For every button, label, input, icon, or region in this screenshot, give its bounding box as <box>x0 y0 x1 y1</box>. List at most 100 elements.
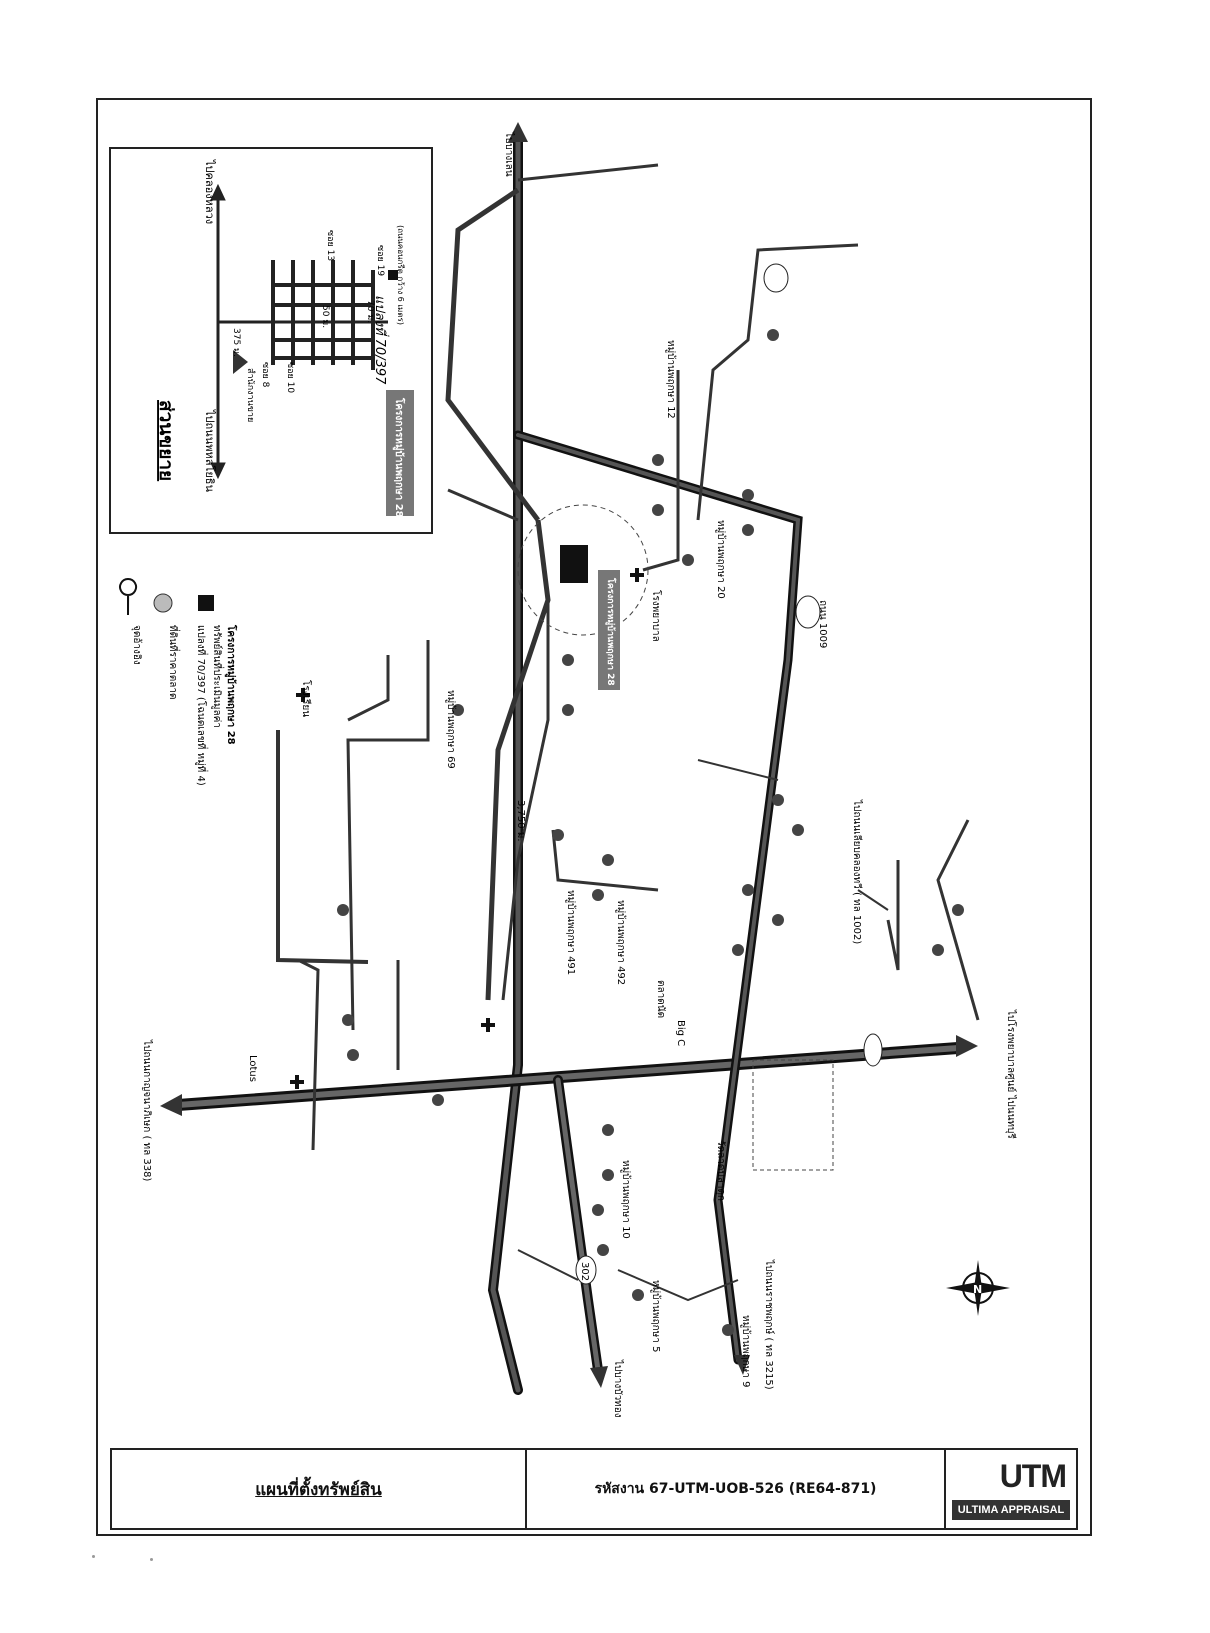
logo-sub: ULTIMA APPRAISAL <box>952 1500 1070 1520</box>
footer-code-cell: รหัสงาน 67-UTM-UOB-526 (RE64-871) <box>527 1450 946 1528</box>
village-icon <box>602 1124 614 1136</box>
village-icon <box>337 904 349 916</box>
inset-to-south: ไปถนนพหลโยธิน <box>203 409 217 493</box>
village-icon <box>602 1169 614 1181</box>
inset-project-tag <box>386 390 414 516</box>
route-302-text: 302 <box>579 1262 590 1281</box>
label-school: โรงเรียน <box>300 680 313 717</box>
legend-square-icon <box>198 595 214 611</box>
subject-radius <box>517 504 649 636</box>
footer-job-code: รหัสงาน 67-UTM-UOB-526 (RE64-871) <box>594 1481 877 1497</box>
map-labels: ไปบางเลน ถนน 1009 ไปถนนกาญจนาภิเษก ( ทล … <box>141 131 1018 1418</box>
inset-dist-c: 50 ม. <box>320 305 330 328</box>
road-302-fill <box>555 1077 601 1373</box>
village-icon <box>432 1094 444 1106</box>
road-north-south-fill <box>490 137 521 1393</box>
inset-office-icon <box>233 350 248 374</box>
footer-bar: แผนที่ตั้งทรัพย์สิน รหัสงาน 67-UTM-UOB-5… <box>110 1448 1078 1530</box>
village-icon <box>652 504 664 516</box>
label-village-b: หมู่บ้านพฤกษา 20 <box>715 520 727 599</box>
legend-pin-icon <box>119 578 137 616</box>
footer-title: แผนที่ตั้งทรัพย์สิน <box>255 1479 382 1500</box>
village-icon <box>742 884 754 896</box>
village-icon <box>767 329 779 341</box>
arrow-bottom-right-icon <box>734 1355 750 1375</box>
secondary-roads <box>276 163 980 1302</box>
label-dist-main: 3,750 ม. <box>515 800 526 842</box>
inset-roads <box>210 183 388 480</box>
label-hospital: โรงพยาบาล <box>650 590 663 642</box>
subject-property-marker <box>560 545 588 583</box>
arrow-bottom-icon <box>590 1366 608 1388</box>
label-village-a: หมู่บ้านพฤกษา 12 <box>665 340 677 419</box>
route-1009-badge <box>795 595 821 629</box>
label-village-e: หมู่บ้านพฤกษา 492 <box>615 900 627 985</box>
label-to-top: ไปบางเลน <box>503 131 515 177</box>
arrow-top-icon <box>508 122 528 142</box>
label-road-338: ไปถนนกาญจนาภิเษก ( ทล 338) <box>141 1039 153 1182</box>
arrow-left-icon <box>160 1094 182 1116</box>
inset-to-north: ไปคลองหลวง <box>203 159 216 224</box>
village-icon <box>632 1289 644 1301</box>
label-village-f: หมู่บ้านพฤกษา 10 <box>620 1160 632 1239</box>
paper-speck <box>150 1558 153 1561</box>
label-village-c: หมู่บ้านพฤกษา 69 <box>445 690 457 769</box>
inset-subject-marker <box>388 270 398 280</box>
village-icon <box>562 704 574 716</box>
village-icon <box>552 829 564 841</box>
hospital-icon <box>290 568 644 1089</box>
village-icon <box>952 904 964 916</box>
village-icon <box>732 944 744 956</box>
village-icon <box>682 554 694 566</box>
label-market: ตลาดนัด <box>655 980 666 1018</box>
compass-icon: N <box>946 1260 1010 1316</box>
inset-dist-b: 70 ม. <box>365 300 375 323</box>
label-to-bottom: ไปบางบัวทอง <box>612 1359 624 1418</box>
road-1009-fill <box>516 433 801 1362</box>
logo-mark-icon <box>952 1458 1070 1496</box>
inset-road-note: (ถนนคอนกรีต กว้าง 6 เมตร) <box>396 225 405 325</box>
footer-logo-cell: UTM ULTIMA APPRAISAL <box>946 1450 1076 1528</box>
village-icon <box>342 1014 354 1026</box>
map-frame: ไปถนนพหลโยธิน ไปคลองหลวง ส่วนขยาย โครงกา… <box>96 98 1092 1536</box>
village-icon <box>347 1049 359 1061</box>
village-icon <box>772 794 784 806</box>
label-temple: วัดลาดปลาดุก <box>715 1140 726 1201</box>
poi-markers <box>337 329 964 1336</box>
village-icon <box>602 854 614 866</box>
utm-logo: UTM ULTIMA APPRAISAL <box>952 1458 1070 1520</box>
label-lotus: Lotus <box>247 1055 258 1082</box>
inset-office: สำนักงานขาย <box>245 368 256 422</box>
village-icon <box>722 1324 734 1336</box>
village-icon <box>742 524 754 536</box>
label-to-right: ไปโรงพยาบาลศูนย์ ไปนนทบุรี <box>1005 1009 1018 1139</box>
village-icon <box>742 489 754 501</box>
map-area: ไปถนนพหลโยธิน ไปคลองหลวง ส่วนขยาย โครงกา… <box>98 100 1090 1435</box>
label-road-3215: ไปถนนราชพฤกษ์ ( ทล 3215) <box>763 1259 775 1390</box>
village-icon <box>562 654 574 666</box>
subject-tag: โครงการหมู่บ้านพฤกษา 28 <box>605 577 617 686</box>
main-roads <box>160 122 978 1395</box>
label-village-h: หมู่บ้านพฤกษา 9 <box>740 1315 752 1387</box>
logo-text: UTM <box>999 1458 1067 1494</box>
label-road-1009: ถนน 1009 <box>817 600 828 648</box>
legend-subject-detail: โครงการหมู่บ้านพฤกษา 28 <box>224 624 238 745</box>
legend-subject-plot: แปลงที่ 70/397 (โฉนดเลขที่ หมู่ที่ 4) <box>195 625 209 786</box>
inset-soi-1: ซอย 19 <box>375 245 385 276</box>
legend-item-1: ทรัพย์สินที่ประเมินมูลค่า <box>211 625 225 728</box>
paper-speck <box>92 1555 95 1558</box>
village-icon <box>452 704 464 716</box>
footer-title-cell: แผนที่ตั้งทรัพย์สิน <box>112 1450 528 1528</box>
route-302-badge <box>575 1255 597 1285</box>
legend-circle-icon <box>153 593 173 613</box>
location-map: ไปถนนพหลโยธิน ไปคลองหลวง ส่วนขยาย โครงกา… <box>109 122 1018 1418</box>
village-icon <box>652 454 664 466</box>
label-village-g: หมู่บ้านพฤกษา 5 <box>650 1280 662 1352</box>
route-badge-top <box>763 263 789 293</box>
village-icon <box>792 824 804 836</box>
legend-item-2: ที่ดินที่ราคาตลาด <box>167 625 181 700</box>
inset-soi-2: ซอย 13 <box>325 230 335 261</box>
subject-tag-box <box>598 570 620 690</box>
legend-item-3: จุดอ้างอิง <box>131 625 143 665</box>
inset-dist-a: 375 ม. <box>231 328 241 357</box>
